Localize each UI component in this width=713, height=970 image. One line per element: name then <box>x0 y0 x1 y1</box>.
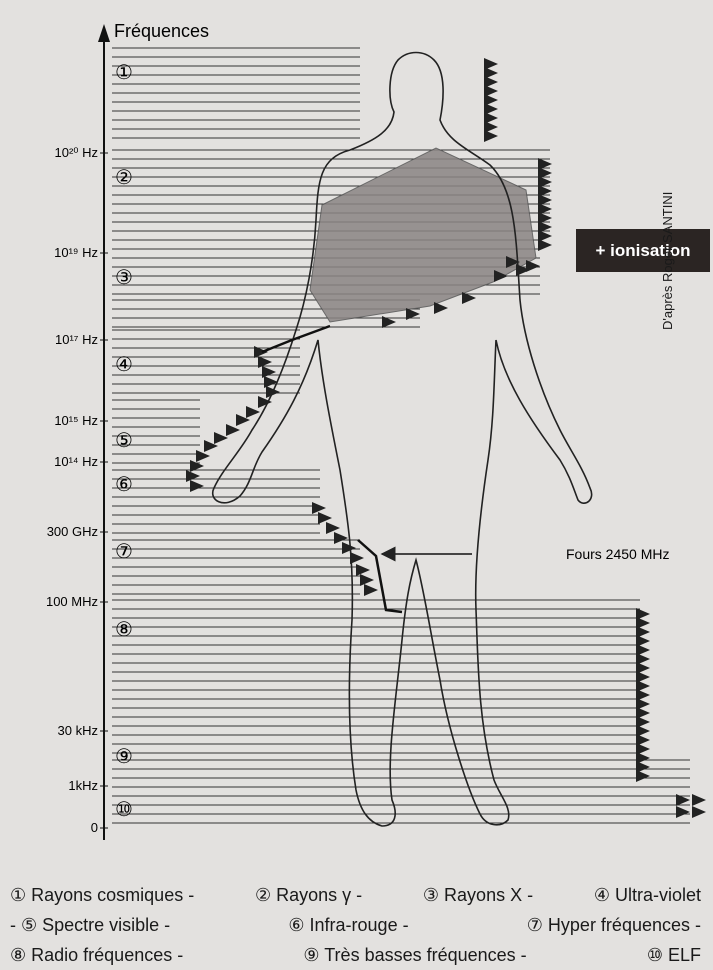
tick-label: 1kHz <box>68 778 98 793</box>
arrowhead-icon <box>484 130 498 142</box>
tick-label: 100 MHz <box>46 594 98 609</box>
caption-line-3: ⑧ Radio fréquences - ⑨ Très basses fréqu… <box>0 940 713 970</box>
arrowhead-icon <box>350 552 364 564</box>
band-number: ⑥ <box>115 474 133 496</box>
arrowhead-icon <box>356 564 370 576</box>
caption-item: ⑥ Infra-rouge - <box>288 910 408 940</box>
arrowhead-icon <box>334 532 348 544</box>
caption-item: ① Rayons cosmiques - <box>10 880 194 910</box>
arrowhead-icon <box>692 806 706 818</box>
band-number: ⑤ <box>115 430 133 452</box>
arrowhead-icon <box>226 424 240 436</box>
caption-item: ④ Ultra-violet <box>594 880 701 910</box>
arrowhead-icon <box>364 584 378 596</box>
arrowhead-icon <box>526 260 540 272</box>
band-number: ⑨ <box>115 746 133 768</box>
band-number: ④ <box>115 354 133 376</box>
axis-arrow-icon <box>98 24 110 42</box>
tick-labels: 10²⁰ Hz 10¹⁹ Hz 10¹⁷ Hz 10¹⁵ Hz 10¹⁴ Hz 300 G… <box>46 145 108 835</box>
arrowhead-icon <box>434 302 448 314</box>
caption-item: ⑩ ELF <box>647 940 701 970</box>
band-number: ⑦ <box>115 541 133 563</box>
axis-title: Fréquences <box>114 21 209 41</box>
arrowhead-icon <box>318 512 332 524</box>
tick-label: 10¹⁵ Hz <box>54 413 98 428</box>
arrowhead-icon <box>190 480 204 492</box>
arrowhead-icon <box>676 806 690 818</box>
credit-label: D'après Roger SANTINI <box>660 130 680 330</box>
caption-line-2: - ⑤ Spectre visible - ⑥ Infra-rouge - ⑦ … <box>0 910 713 940</box>
caption-item: ③ Rayons X - <box>423 880 533 910</box>
ionisation-zone <box>310 148 536 322</box>
tick-label: 300 GHz <box>47 524 98 539</box>
arrowhead-icon <box>360 574 374 586</box>
caption-item: ② Rayons γ - <box>255 880 362 910</box>
arrowhead-icon <box>196 450 210 462</box>
arrowhead-icon <box>342 542 356 554</box>
caption-item: ⑦ Hyper fréquences - <box>527 910 701 940</box>
arrowhead-icon <box>636 770 650 782</box>
legend-caption: ① Rayons cosmiques - ② Rayons γ - ③ Rayo… <box>0 880 713 970</box>
arrowhead-icon <box>538 239 552 251</box>
band-numbers: ① ② ③ ④ ⑤ ⑥ ⑦ ⑧ ⑨ ⑩ <box>115 62 133 821</box>
tick-label: 10¹⁹ Hz <box>54 245 98 260</box>
arrowhead-icon <box>186 470 200 482</box>
arrowhead-icon <box>266 386 280 398</box>
tick-label: 10¹⁷ Hz <box>55 332 98 347</box>
tick-label: 30 kHz <box>58 723 98 738</box>
caption-line-1: ① Rayons cosmiques - ② Rayons γ - ③ Rayo… <box>0 880 713 910</box>
arrowhead-icon <box>692 794 706 806</box>
tick-label: 0 <box>91 820 98 835</box>
arrowhead-icon <box>326 522 340 534</box>
band-lines <box>112 48 690 823</box>
band-number: ③ <box>115 267 133 289</box>
arrowhead-icon <box>246 406 260 418</box>
caption-item: ⑨ Très basses fréquences - <box>303 940 526 970</box>
caption-item: ⑧ Radio fréquences - <box>10 940 183 970</box>
arrowhead-icon <box>214 432 228 444</box>
band-number: ② <box>115 167 133 189</box>
band-number: ① <box>115 62 133 84</box>
tick-label: 10¹⁴ Hz <box>54 454 98 469</box>
arrowhead-icon <box>312 502 326 514</box>
tick-label: 10²⁰ Hz <box>54 145 98 160</box>
band-number: ⑧ <box>115 619 133 641</box>
caption-item: - ⑤ Spectre visible - <box>10 910 170 940</box>
band-number: ⑩ <box>115 799 133 821</box>
fours-label: Fours 2450 MHz <box>566 546 669 562</box>
ionisation-badge: + ionisation <box>576 229 710 272</box>
